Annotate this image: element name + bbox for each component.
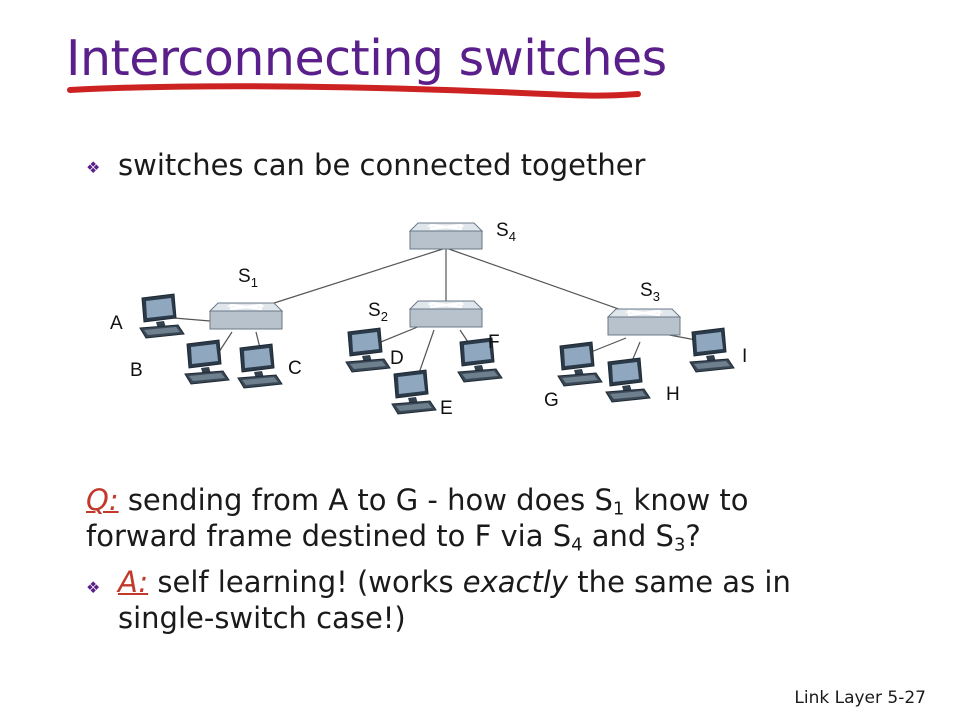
question-label: Q: — [86, 483, 119, 517]
title-underline — [67, 83, 641, 99]
answer-emphasis: exactly — [462, 565, 569, 599]
switch-label-s1: S1 — [238, 266, 258, 290]
host-label-g: G — [544, 390, 559, 411]
bullet-diamond-icon: ❖ — [86, 158, 101, 177]
answer-text: A: self learning! (works exactly the sam… — [118, 565, 791, 635]
host-label-d: D — [390, 348, 404, 369]
host-label-a: A — [110, 313, 123, 334]
switch-s3 — [606, 307, 682, 337]
footer-page-number: 5-27 — [887, 688, 926, 708]
slide-footer: Link Layer 5-27 — [794, 688, 926, 708]
switch-label-s3: S3 — [640, 280, 660, 304]
host-label-f: F — [488, 332, 500, 353]
host-c-computer-icon — [237, 343, 283, 389]
host-label-h: H — [666, 384, 680, 405]
host-a-computer-icon — [139, 293, 185, 339]
host-e-computer-icon — [391, 369, 437, 415]
host-i-computer-icon — [689, 327, 735, 373]
answer-label: A: — [118, 565, 149, 599]
switch-label-s2: S2 — [368, 300, 388, 324]
host-d-computer-icon — [345, 327, 391, 373]
bullet-text: switches can be connected together — [118, 148, 646, 182]
switch-s4 — [408, 221, 484, 251]
footer-section: Link Layer — [794, 688, 882, 708]
switch-s2 — [408, 299, 484, 329]
host-label-i: I — [742, 346, 747, 367]
slide-title: Interconnecting switches — [66, 30, 667, 87]
bullet-diamond-icon: ❖ — [86, 578, 101, 597]
host-label-c: C — [288, 358, 302, 379]
host-h-computer-icon — [605, 357, 651, 403]
host-label-e: E — [440, 398, 453, 419]
switch-s1 — [208, 301, 284, 331]
host-g-computer-icon — [557, 341, 603, 387]
host-label-b: B — [130, 360, 143, 381]
question-text: Q: sending from A to G - how does S1 kno… — [86, 483, 749, 556]
switch-label-s4: S4 — [496, 220, 516, 244]
